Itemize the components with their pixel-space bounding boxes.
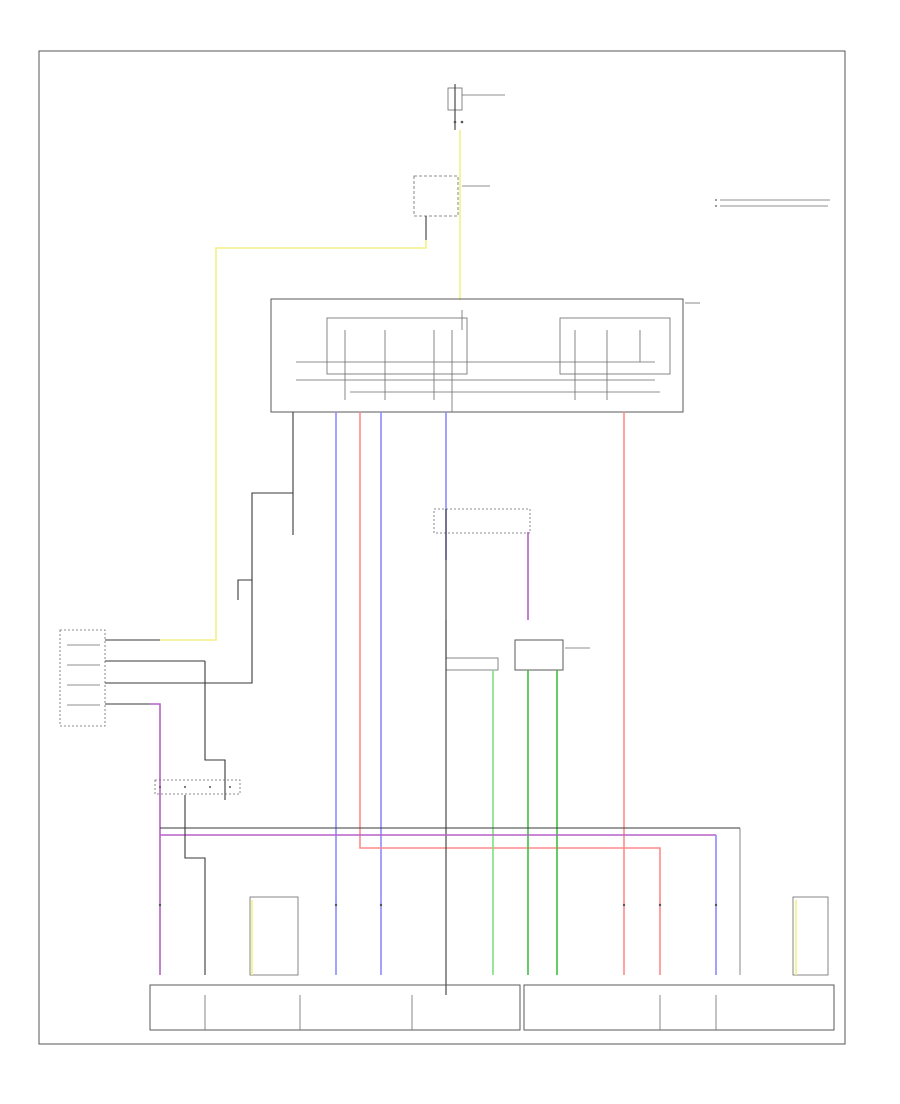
left-relay-module <box>445 620 499 995</box>
left-switch <box>59 629 205 727</box>
connector-strip <box>154 779 241 795</box>
bottom-components <box>149 896 835 1031</box>
wire-violet-left <box>150 703 161 975</box>
wire-red-left <box>359 412 661 975</box>
top-fuse-block <box>447 84 505 130</box>
right-relay-module <box>514 639 590 671</box>
center-fuse <box>433 508 531 660</box>
legend <box>715 199 830 207</box>
wire-gray-switch <box>204 661 226 800</box>
bus-lines <box>160 795 741 975</box>
wire-black-left <box>160 412 294 684</box>
bottom-nodes <box>158 903 718 907</box>
relay-box <box>413 175 490 240</box>
wire-yellow-main <box>160 130 461 641</box>
diagram-frame <box>38 50 846 1045</box>
control-module <box>270 298 700 413</box>
